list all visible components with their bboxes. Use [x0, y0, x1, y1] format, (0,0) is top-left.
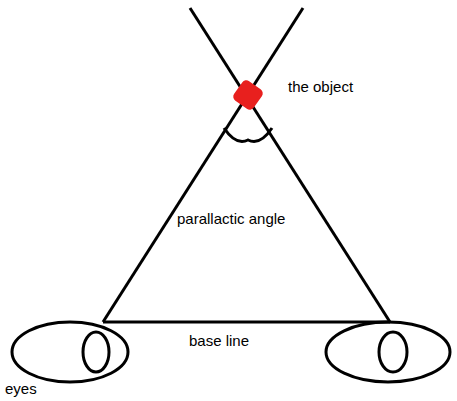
eye-outline	[12, 322, 128, 382]
base-line	[103, 321, 390, 324]
object-label: the object	[287, 78, 354, 96]
baseline-label: base line	[188, 332, 250, 350]
eye-pupil	[379, 332, 407, 372]
sight-line	[103, 8, 303, 322]
eye-pupil	[83, 332, 109, 372]
eye-outline	[326, 322, 450, 382]
eyes-label: eyes	[4, 380, 38, 398]
object-dot	[231, 78, 264, 111]
sight-line	[190, 8, 390, 322]
angle-arc	[224, 128, 272, 142]
angle-label: parallactic angle	[176, 210, 286, 228]
